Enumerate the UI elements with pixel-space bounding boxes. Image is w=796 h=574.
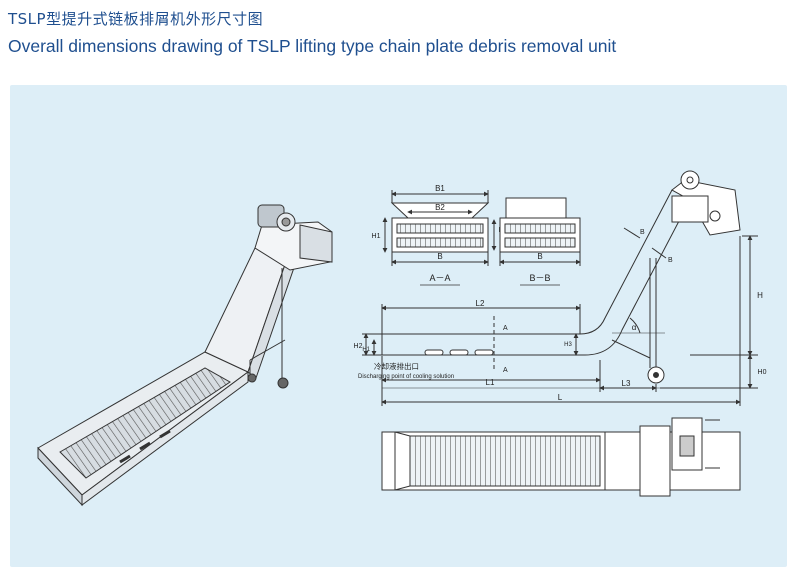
aa-b1-label: B1	[435, 184, 445, 193]
alpha-label: α	[632, 323, 637, 332]
section-aa	[382, 190, 497, 266]
h-label: H	[757, 291, 763, 300]
h3-label: H3	[564, 342, 572, 348]
h2-label: H2	[354, 343, 363, 350]
l2-label: L2	[476, 299, 485, 308]
aa-b-label: B	[437, 252, 442, 261]
l-label: L	[558, 393, 563, 402]
aa-b2-label: B2	[435, 203, 445, 212]
aa-h1-label: H1	[372, 233, 381, 240]
h1-label: H1	[362, 347, 370, 353]
h0-label: H0	[758, 369, 767, 376]
l1-label: L1	[486, 378, 495, 387]
aa-title: A－A	[429, 273, 450, 283]
section-b-label-top: B	[640, 229, 645, 236]
side-view	[362, 170, 758, 406]
l3-label: L3	[622, 379, 631, 388]
top-view	[381, 417, 741, 497]
title-cn: TSLP型提升式链板排屑机外形尺寸图	[8, 10, 264, 28]
isometric-view	[37, 204, 333, 507]
section-a-label-top: A	[503, 325, 508, 332]
outlet-label-cn: 冷却液排出口	[374, 361, 419, 371]
section-b-label-bottom: B	[668, 257, 673, 264]
section-a-label-bottom: A	[503, 367, 508, 374]
section-bb	[499, 197, 581, 266]
outlet-label-en: Discharging point of cooling solution	[358, 374, 454, 380]
title-en: Overall dimensions drawing of TSLP lifti…	[8, 36, 617, 56]
bb-b-label: B	[537, 252, 542, 261]
bb-title: B－B	[529, 273, 550, 283]
